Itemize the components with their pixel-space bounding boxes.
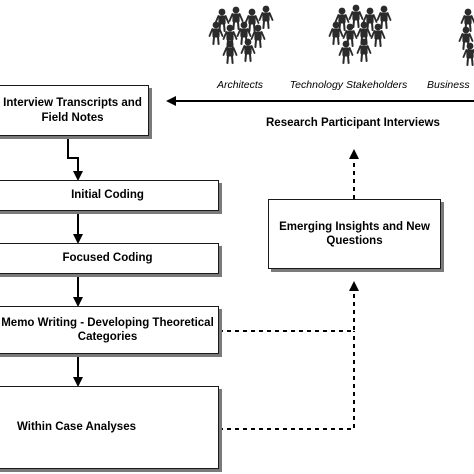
memo-writing-box: Memo Writing - Developing Theoretical Ca… [0, 306, 219, 354]
emerging-insights-box: Emerging Insights and New Questions [268, 199, 441, 269]
within-case-analyses-box: Within Case Analyses [0, 386, 219, 469]
focused-coding-box: Focused Coding [0, 243, 219, 274]
research-participant-interviews-label: Research Participant Interviews [266, 117, 440, 129]
initial-coding-box: Initial Coding [0, 180, 219, 211]
arrow-transcripts-to-initial [67, 138, 83, 181]
technology-stakeholders-people-icon [328, 3, 392, 64]
dotted-within-to-emerging [219, 331, 355, 430]
architects-people-icon [208, 4, 274, 64]
business-people-icon [458, 7, 474, 66]
transcripts-box: Interview Transcripts and Field Notes [0, 85, 149, 136]
architects-label: Architects [216, 79, 264, 91]
business-label: Business [427, 79, 470, 91]
technology-stakeholders-label: Technology Stakeholders [289, 79, 408, 91]
